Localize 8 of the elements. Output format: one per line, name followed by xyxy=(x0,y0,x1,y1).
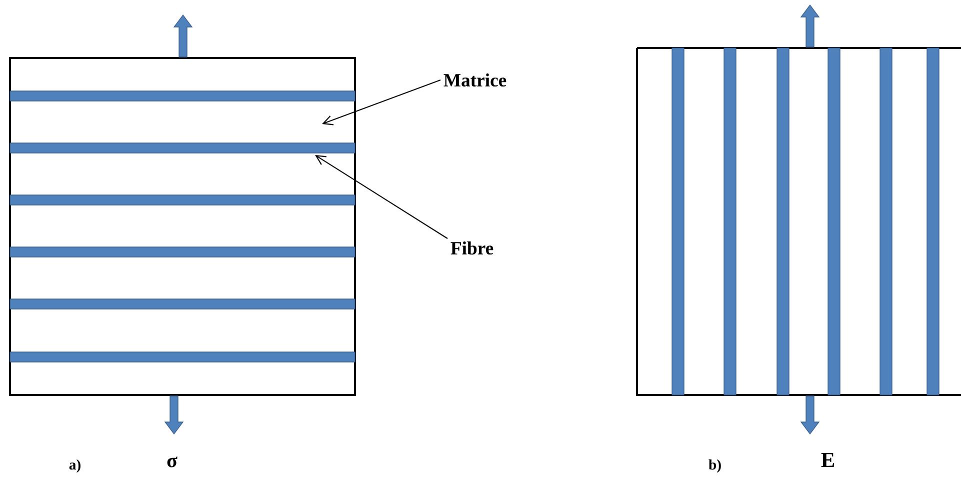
panel-label: a) xyxy=(69,459,80,473)
leader-line xyxy=(322,80,441,126)
symbol-label: σ xyxy=(167,456,178,468)
part-label: Matrice xyxy=(444,73,506,87)
part-label: Fibre xyxy=(450,241,494,255)
leader-line xyxy=(315,155,448,239)
panel-label: b) xyxy=(708,459,721,473)
symbol-label: E xyxy=(821,453,834,467)
